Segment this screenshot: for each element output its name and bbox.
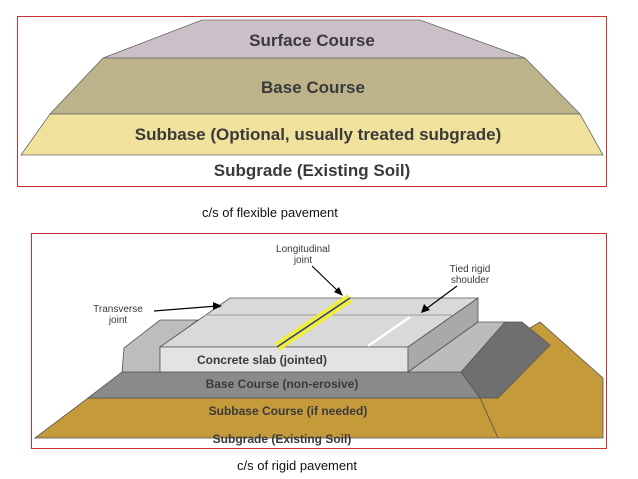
flexible-subbase-course <box>20 113 604 156</box>
transverse-label-line1: Transverse <box>93 304 143 315</box>
tied-shoulder-arrow <box>425 285 458 310</box>
longitudinal-joint-arrow <box>311 265 341 294</box>
transverse-joint-arrow <box>153 305 218 312</box>
rigid-pavement-caption: c/s of rigid pavement <box>237 458 357 473</box>
rigid-tied-shoulder <box>406 321 506 373</box>
tied-shoulder-label-line2: shoulder <box>451 275 490 286</box>
rigid-subbase-label: Subbase Course (if needed) <box>209 404 368 418</box>
longitudinal-arrowhead-icon <box>334 287 343 296</box>
rigid-base-label: Base Course (non-erosive) <box>206 377 359 391</box>
transverse-arrowhead-icon <box>213 302 222 310</box>
rigid-shoulder-joint-line <box>367 315 411 348</box>
flexible-subgrade-label: Subgrade (Existing Soil) <box>214 161 410 180</box>
flexible-subbase-label: Subbase (Optional, usually treated subgr… <box>135 125 502 144</box>
tied-shoulder-arrowhead-icon <box>421 304 430 313</box>
flexible-surface-label: Surface Course <box>249 31 375 50</box>
rigid-subgrade-label: Subgrade (Existing Soil) <box>213 432 352 446</box>
rigid-longitudinal-joint-line <box>276 297 351 348</box>
rigid-slab-label: Concrete slab (jointed) <box>197 353 327 367</box>
tied-shoulder-label-line1: Tied rigid <box>450 264 491 275</box>
longitudinal-label-line2: joint <box>293 255 313 266</box>
transverse-label-line2: joint <box>108 315 128 326</box>
longitudinal-label-line1: Longitudinal <box>276 244 330 255</box>
flexible-base-label: Base Course <box>261 78 365 97</box>
flexible-pavement-caption: c/s of flexible pavement <box>202 205 338 220</box>
